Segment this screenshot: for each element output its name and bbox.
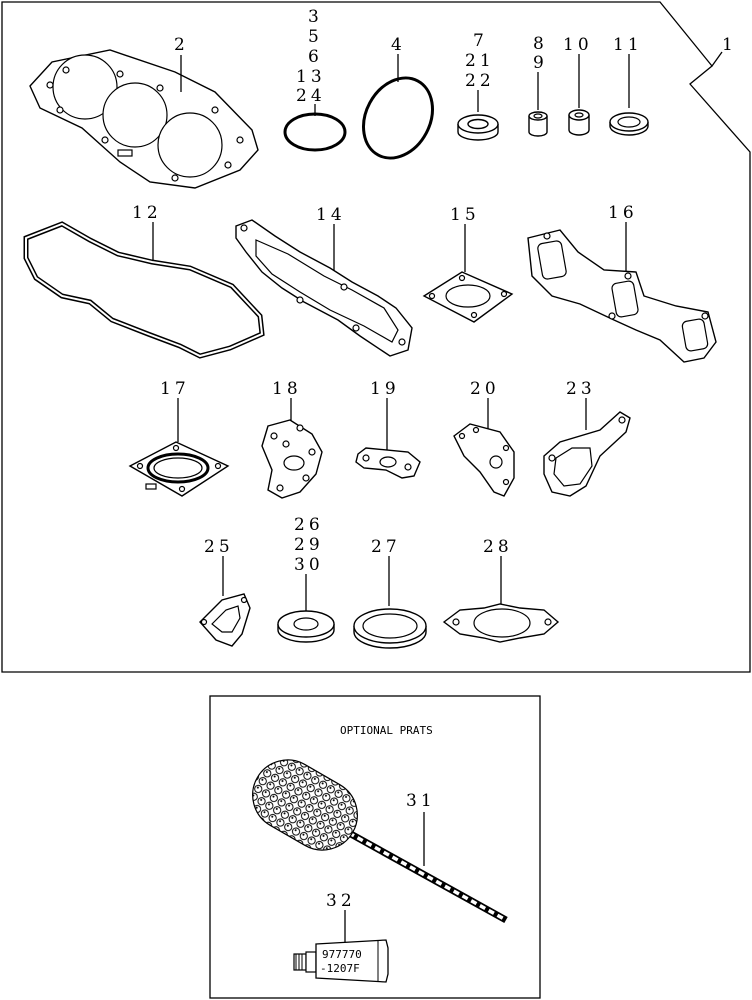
tube-label-line-1: 977770 (322, 948, 362, 961)
part-8-stem-seal (528, 111, 548, 137)
optional-parts-title: OPTIONAL PRATS (340, 724, 433, 737)
tube-label-line-2: -1207F (320, 962, 360, 975)
label-23: 23 (566, 379, 596, 399)
label-19: 19 (370, 379, 400, 399)
label-4: 4 (391, 35, 406, 55)
part-2-head-gasket (29, 49, 259, 189)
part-11-washer (609, 112, 649, 136)
part-26-washer (277, 610, 335, 643)
label-11: 11 (613, 35, 643, 55)
label-12: 12 (132, 203, 162, 223)
part-19-small-gasket (355, 447, 421, 479)
label-5: 5 (308, 27, 323, 47)
part-15-square-gasket (422, 271, 514, 323)
kit-callout-label: 1 (722, 35, 737, 55)
part-17-flange-gasket (128, 441, 230, 497)
label-25: 25 (204, 537, 234, 557)
part-23-cover-gasket (543, 411, 631, 497)
label-20: 20 (470, 379, 500, 399)
label-8: 8 (533, 34, 548, 54)
label-3: 3 (308, 7, 323, 27)
part-4-ring (362, 76, 434, 160)
label-31: 31 (406, 791, 436, 811)
part-25-small-cover-gasket (199, 593, 251, 647)
label-2: 2 (174, 35, 189, 55)
label-6: 6 (308, 47, 323, 67)
optional-parts-box (209, 695, 541, 999)
label-13: 13 (296, 67, 326, 87)
label-14: 14 (316, 205, 346, 225)
label-29: 29 (294, 535, 324, 555)
label-16: 16 (608, 203, 638, 223)
label-32: 32 (326, 891, 356, 911)
label-22: 22 (465, 71, 495, 91)
part-20-pump-gasket (453, 423, 515, 497)
part-14-manifold-gasket (235, 219, 413, 357)
kit-frame (1, 1, 751, 673)
part-28-oval-gasket (442, 603, 560, 643)
part-18-plate-gasket (261, 419, 323, 499)
part-10-collar (568, 109, 590, 136)
label-9: 9 (533, 53, 548, 73)
label-28: 28 (483, 537, 513, 557)
part-7-seal (457, 114, 499, 141)
kit-callout-leader (711, 51, 723, 67)
label-15: 15 (450, 205, 480, 225)
part-31-hone-brush (252, 759, 508, 924)
part-3-o-ring (283, 112, 347, 152)
label-17: 17 (160, 379, 190, 399)
label-30: 30 (294, 555, 324, 575)
label-10: 10 (563, 35, 593, 55)
label-7: 7 (473, 31, 488, 51)
label-27: 27 (371, 537, 401, 557)
part-32-sealant-tube (293, 939, 389, 983)
label-18: 18 (272, 379, 302, 399)
part-12-cover-gasket (23, 221, 265, 359)
label-24: 24 (296, 86, 326, 106)
label-21: 21 (465, 51, 495, 71)
part-27-large-washer (353, 608, 427, 649)
part-16-intake-gasket (527, 229, 717, 363)
label-26: 26 (294, 515, 324, 535)
